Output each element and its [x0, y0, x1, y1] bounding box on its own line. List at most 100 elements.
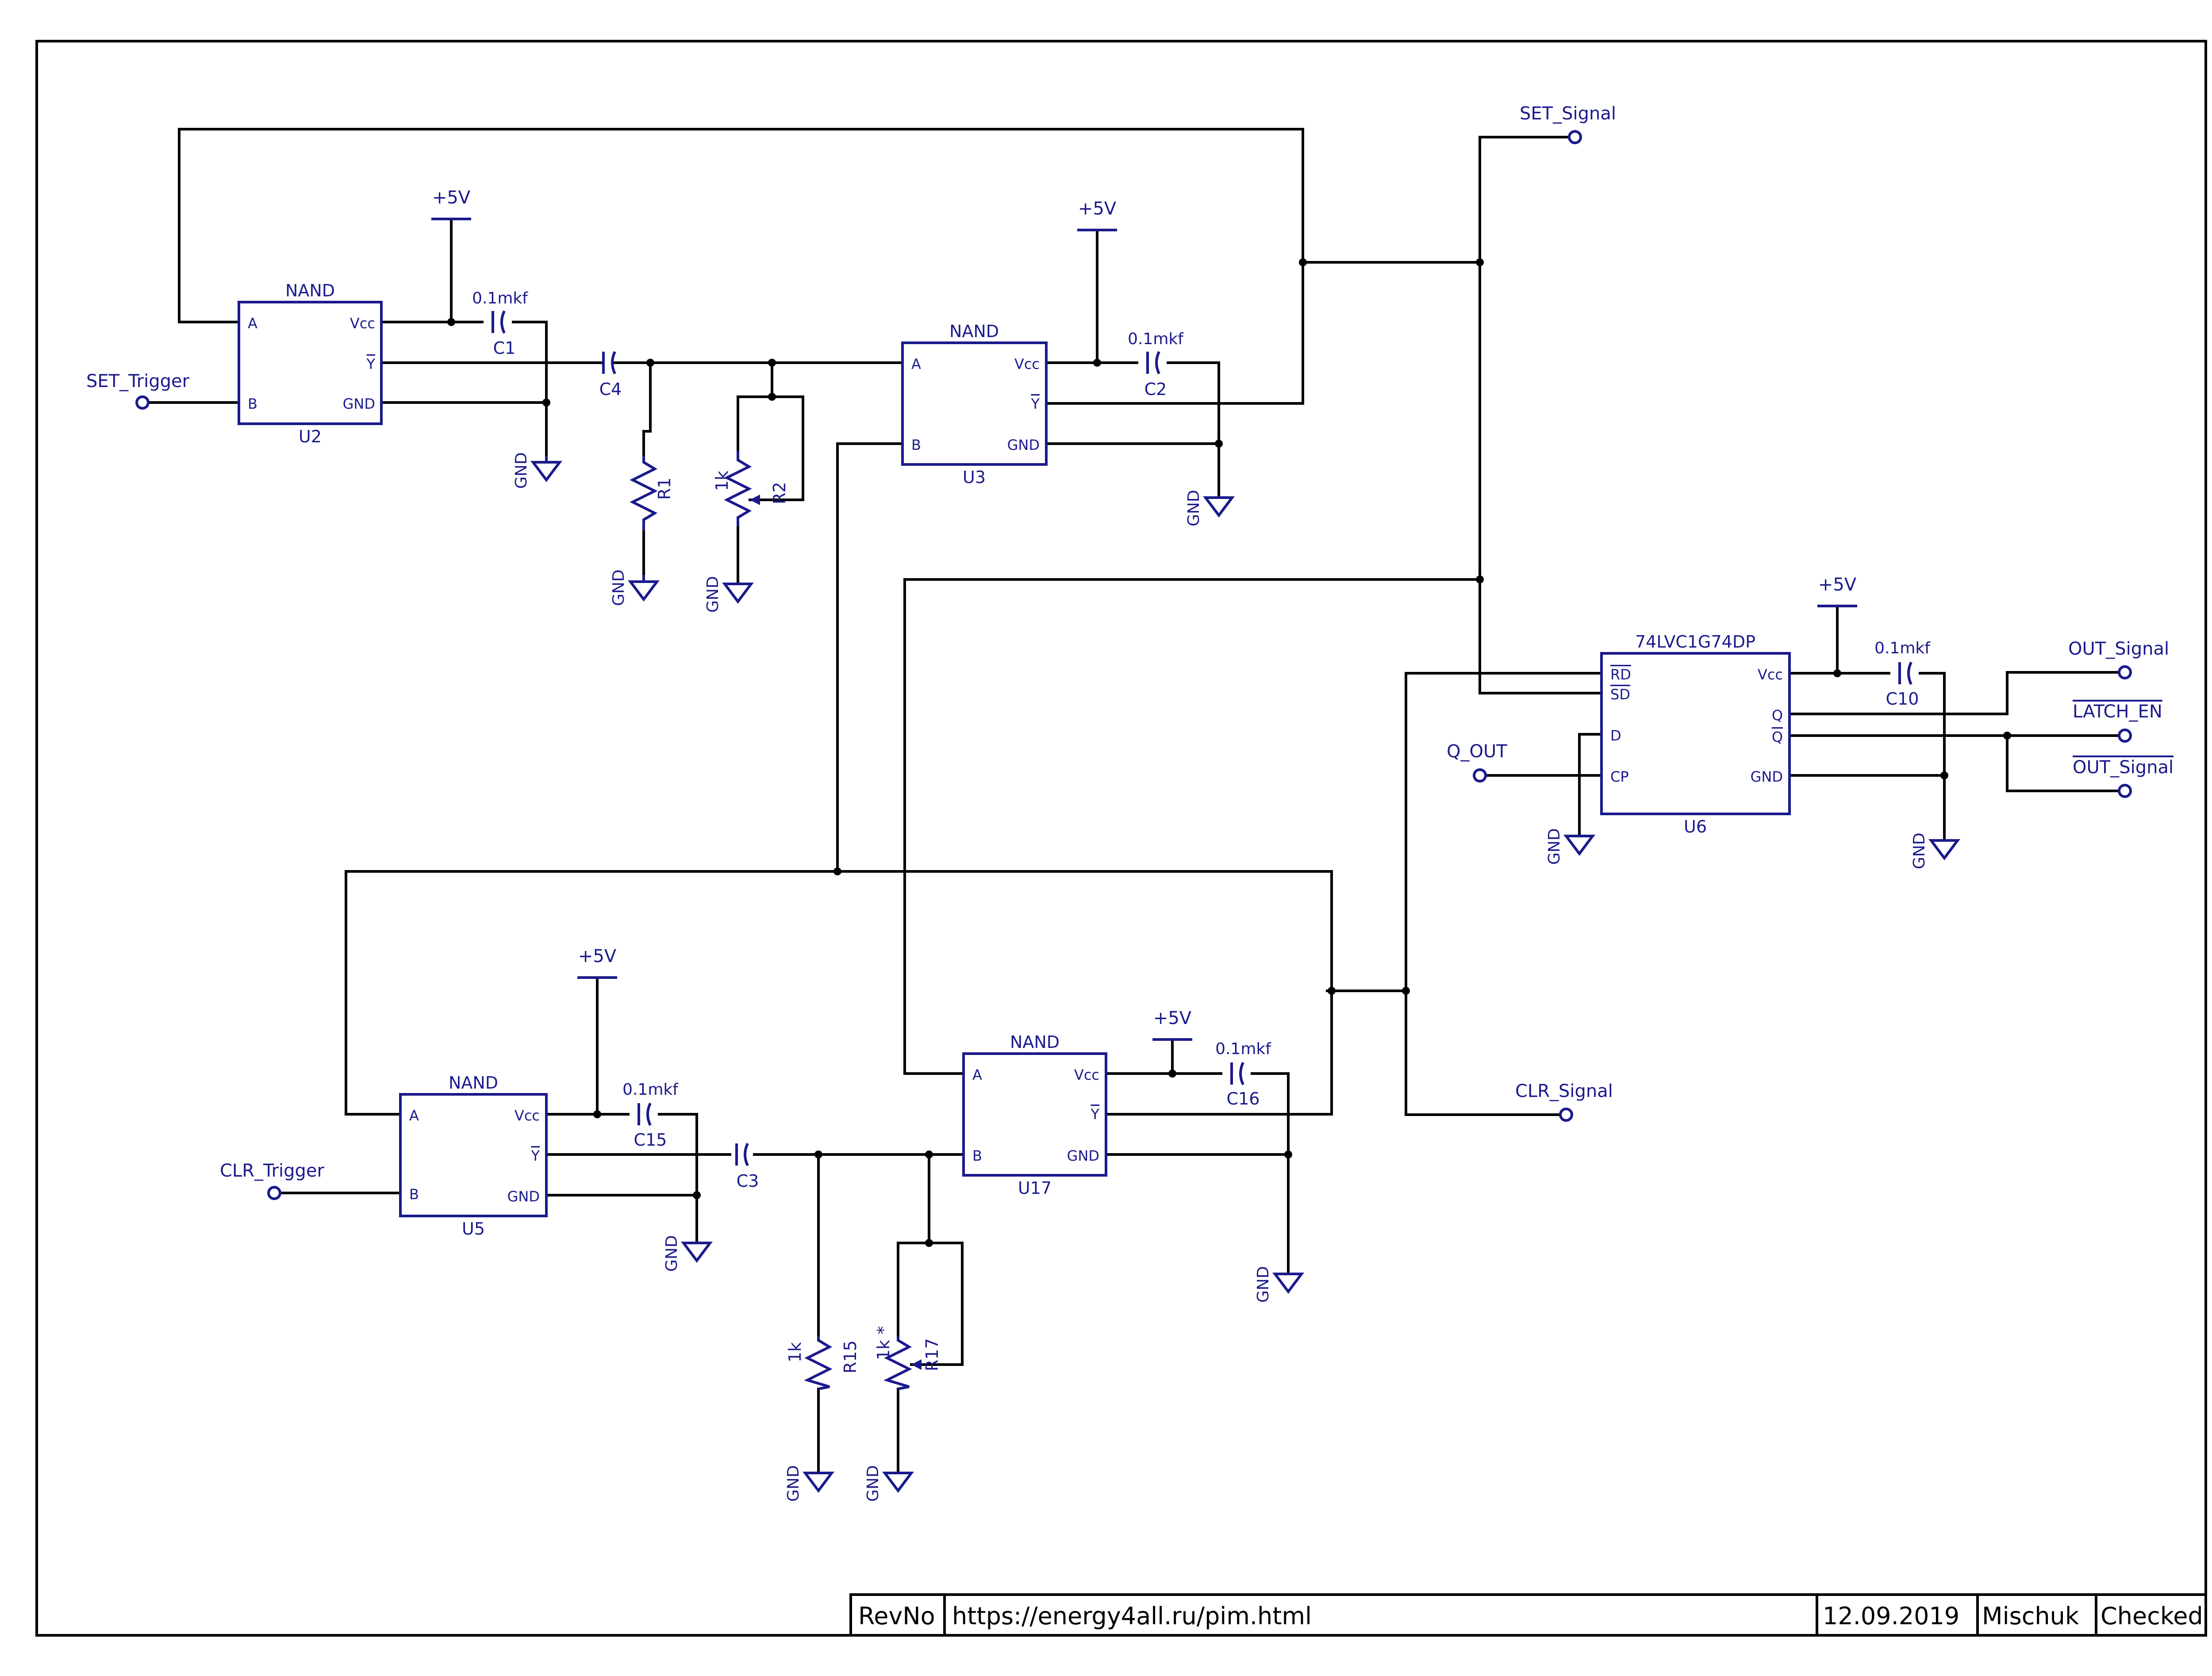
gate-type: NAND: [285, 281, 335, 300]
ground-label: GND: [512, 452, 530, 489]
flipflop-ref: U6: [1684, 817, 1707, 836]
capacitor-c1: 0.1mkf C1: [472, 289, 528, 358]
ground-label: GND: [1254, 1266, 1272, 1303]
port-label: SET_Trigger: [86, 371, 190, 391]
port-label: LATCH_EN: [2073, 702, 2162, 722]
pin-label: B: [248, 395, 257, 412]
cap-value: 0.1mkf: [1215, 1040, 1271, 1058]
pin-label: A: [248, 315, 257, 332]
power-symbol: +5V: [577, 946, 617, 979]
pin-label: Vcc: [515, 1107, 540, 1124]
ground-symbol: GND: [1545, 828, 1595, 865]
pin-label: Vcc: [1074, 1066, 1099, 1083]
pin-label: A: [409, 1107, 419, 1124]
ground-label: GND: [1910, 832, 1928, 869]
power-label: +5V: [578, 946, 617, 966]
power-label: +5V: [1153, 1008, 1192, 1028]
port-clr-signal: CLR_Signal: [1515, 1081, 1613, 1122]
pin-label: RD: [1610, 666, 1631, 683]
pin-label: SD: [1610, 686, 1630, 703]
power-label: +5V: [1078, 199, 1117, 219]
nand-gate-u3: NAND U3 A B Vcc Y GND: [901, 322, 1048, 487]
capacitor-c4: C4: [599, 351, 622, 399]
power-symbol: +5V: [1817, 575, 1857, 607]
capacitor-c2: 0.1mkf C2: [1128, 330, 1184, 399]
ground-label: GND: [704, 576, 722, 613]
capacitor-c16: 0.1mkf C16: [1215, 1040, 1271, 1108]
gate-ref: U17: [1018, 1178, 1052, 1198]
port-out-signal-inverted: OUT_Signal: [2073, 757, 2174, 798]
res-ref: R1: [655, 477, 674, 500]
power-symbol: +5V: [1152, 1008, 1192, 1041]
title-url: https://energy4all.ru/pim.html: [952, 1602, 1312, 1630]
ground-symbol: GND: [663, 1235, 713, 1272]
cap-ref: C2: [1144, 380, 1167, 399]
pin-label: GND: [1751, 768, 1783, 785]
power-symbol: +5V: [1077, 199, 1117, 231]
ground-symbol: GND: [1185, 490, 1235, 526]
ground-label: GND: [1185, 490, 1203, 526]
port-label: OUT_Signal: [2073, 757, 2174, 778]
flipflop-u6: 74LVC1G74DP U6 RD SD D CP Vcc Q Q GND: [1600, 632, 1791, 836]
res-ref: R15: [841, 1340, 860, 1373]
power-label: +5V: [432, 188, 471, 208]
resistor-r2: 1k R2: [712, 451, 789, 526]
title-checked: Checked: [2101, 1602, 2203, 1630]
title-block: RevNo https://energy4all.ru/pim.html 12.…: [849, 1593, 2207, 1637]
resistor-r15: 1k R15: [785, 1336, 860, 1390]
pin-label: Vcc: [1014, 356, 1040, 372]
port-out-signal: OUT_Signal: [2068, 639, 2169, 679]
gate-ref: U2: [299, 427, 322, 446]
ground-label: GND: [864, 1465, 882, 1502]
pin-label: Vcc: [1758, 666, 1783, 683]
ground-symbol: GND: [1910, 832, 1960, 869]
ground-symbol: GND: [704, 576, 754, 613]
junctions: [447, 258, 2011, 1247]
ground-label: GND: [610, 569, 628, 606]
pin-label: Y: [1030, 395, 1040, 412]
res-ref: R17: [922, 1338, 942, 1371]
port-label: SET_Signal: [1520, 104, 1616, 124]
pin-label: B: [972, 1147, 982, 1164]
ground-symbol: GND: [610, 569, 660, 606]
drawing-frame: [35, 40, 2207, 1637]
gate-ref: U5: [462, 1219, 485, 1239]
port-label: Q_OUT: [1447, 741, 1507, 762]
pin-label: Y: [366, 356, 375, 372]
capacitor-c10: 0.1mkf C10: [1874, 639, 1931, 709]
pin-label: GND: [1007, 437, 1040, 453]
cap-ref: C1: [493, 338, 516, 358]
resistor-r17: 1k * R17: [874, 1326, 942, 1390]
pin-label: GND: [1067, 1147, 1099, 1164]
ground-symbol: GND: [512, 452, 562, 489]
port-set-trigger: SET_Trigger: [86, 371, 190, 410]
ground-label: GND: [784, 1465, 803, 1502]
cap-ref: C10: [1886, 689, 1919, 709]
capacitor-c3: C3: [735, 1143, 759, 1191]
nand-gate-u2: NAND U2 A B Vcc Y GND: [238, 281, 383, 446]
res-value: 1k: [785, 1342, 805, 1362]
flipflop-part: 74LVC1G74DP: [1635, 632, 1755, 652]
title-rev: RevNo: [858, 1602, 935, 1630]
pin-label: GND: [343, 395, 375, 412]
pin-label: Q: [1772, 729, 1783, 745]
resistor-r1: R1: [630, 456, 674, 531]
capacitor-c15: 0.1mkf C15: [622, 1081, 679, 1150]
pin-label: Y: [530, 1147, 540, 1164]
ground-symbol: GND: [1254, 1266, 1304, 1303]
pin-label: A: [972, 1066, 982, 1083]
gate-type: NAND: [449, 1073, 498, 1093]
pin-label: GND: [507, 1188, 540, 1205]
port-label: CLR_Trigger: [220, 1161, 325, 1181]
pin-label: Vcc: [350, 315, 375, 332]
pin-label: CP: [1610, 768, 1629, 785]
cap-ref: C15: [634, 1130, 667, 1150]
gate-ref: U3: [963, 468, 986, 487]
title-date: 12.09.2019: [1823, 1602, 1959, 1630]
port-latch-en: LATCH_EN: [2073, 702, 2162, 743]
cap-ref: C3: [737, 1171, 759, 1191]
nand-gate-u5: NAND U5 A B Vcc Y GND: [399, 1073, 548, 1239]
cap-ref: C4: [599, 380, 622, 399]
pin-label: B: [911, 437, 921, 453]
